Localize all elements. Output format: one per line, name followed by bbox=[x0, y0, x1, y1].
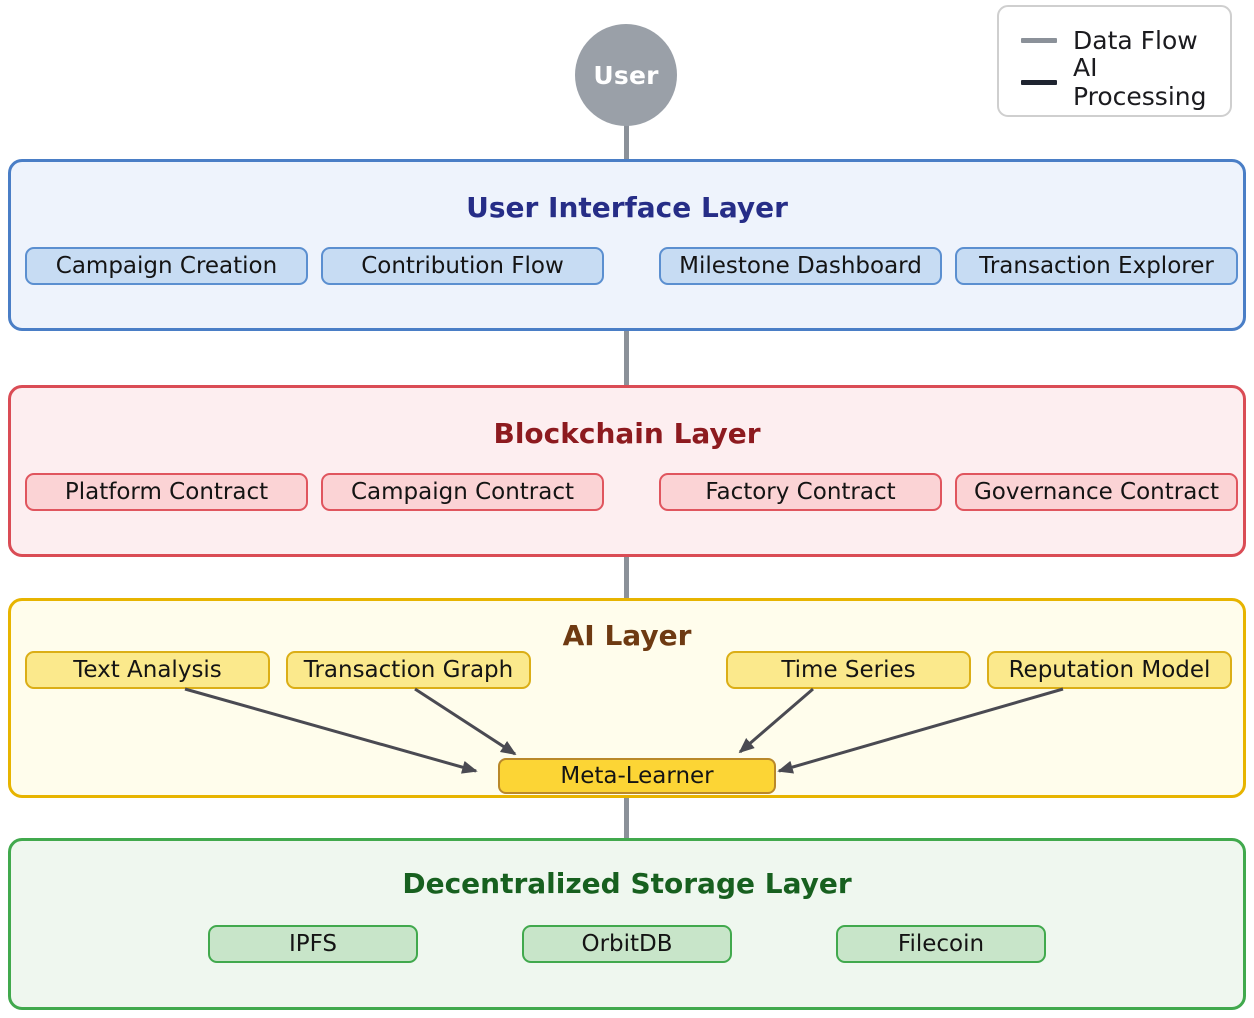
node-label: Governance Contract bbox=[973, 479, 1219, 505]
node-milestone-dashboard[interactable]: Milestone Dashboard bbox=[659, 247, 942, 285]
node-label: IPFS bbox=[288, 931, 338, 957]
layer-node-row-decentralized-storage: IPFS OrbitDB Filecoin bbox=[11, 925, 1243, 963]
node-label: Meta-Learner bbox=[560, 763, 714, 789]
node-campaign-creation[interactable]: Campaign Creation bbox=[25, 247, 308, 285]
legend-label-ai-processing: AI Processing bbox=[1073, 53, 1207, 111]
layer-title-decentralized-storage: Decentralized Storage Layer bbox=[402, 867, 852, 900]
node-label: Milestone Dashboard bbox=[679, 253, 922, 279]
node-transaction-graph[interactable]: Transaction Graph bbox=[286, 651, 531, 689]
node-time-series[interactable]: Time Series bbox=[726, 651, 971, 689]
layer-node-row-blockchain: Platform Contract Campaign Contract Fact… bbox=[11, 473, 1243, 511]
legend: Data Flow AI Processing bbox=[997, 5, 1232, 117]
user-actor-node[interactable]: User bbox=[575, 24, 677, 126]
layer-title-ai: AI Layer bbox=[562, 619, 692, 652]
user-actor-label: User bbox=[593, 60, 659, 90]
node-label: Reputation Model bbox=[1008, 657, 1211, 683]
layer-user-interface: User Interface Layer Campaign Creation C… bbox=[8, 159, 1246, 331]
node-label: Text Analysis bbox=[73, 657, 222, 683]
node-platform-contract[interactable]: Platform Contract bbox=[25, 473, 308, 511]
node-label: Time Series bbox=[781, 657, 916, 683]
layer-node-row-ai: Text Analysis Transaction Graph Time Ser… bbox=[11, 651, 1243, 689]
node-transaction-explorer[interactable]: Transaction Explorer bbox=[955, 247, 1238, 285]
node-campaign-contract[interactable]: Campaign Contract bbox=[321, 473, 604, 511]
node-contribution-flow[interactable]: Contribution Flow bbox=[321, 247, 604, 285]
line-swatch-icon bbox=[1021, 79, 1057, 85]
node-label: OrbitDB bbox=[581, 931, 673, 957]
legend-item-data-flow: Data Flow bbox=[1021, 19, 1230, 61]
layer-ai: AI Layer Text Analysis Transaction Graph… bbox=[8, 598, 1246, 798]
node-label: Filecoin bbox=[897, 931, 985, 957]
node-label: Campaign Contract bbox=[350, 479, 575, 505]
node-label: Contribution Flow bbox=[361, 253, 564, 279]
node-meta-learner[interactable]: Meta-Learner bbox=[498, 758, 776, 794]
line-swatch-icon bbox=[1021, 37, 1057, 43]
node-text-analysis[interactable]: Text Analysis bbox=[25, 651, 270, 689]
connector-blockchain-to-ai bbox=[624, 555, 629, 600]
node-governance-contract[interactable]: Governance Contract bbox=[955, 473, 1238, 511]
layer-title-blockchain: Blockchain Layer bbox=[493, 417, 761, 450]
node-orbitdb[interactable]: OrbitDB bbox=[522, 925, 732, 963]
connector-ai-to-storage bbox=[624, 796, 629, 840]
layer-node-row-user-interface: Campaign Creation Contribution Flow Mile… bbox=[11, 247, 1243, 285]
layer-title-user-interface: User Interface Layer bbox=[466, 191, 788, 224]
node-label: Factory Contract bbox=[705, 479, 896, 505]
legend-item-ai-processing: AI Processing bbox=[1021, 53, 1230, 111]
node-factory-contract[interactable]: Factory Contract bbox=[659, 473, 942, 511]
legend-label-data-flow: Data Flow bbox=[1073, 25, 1198, 55]
node-reputation-model[interactable]: Reputation Model bbox=[987, 651, 1232, 689]
connector-user-to-ui bbox=[624, 124, 629, 161]
node-filecoin[interactable]: Filecoin bbox=[836, 925, 1046, 963]
node-label: Transaction Explorer bbox=[979, 253, 1214, 279]
layer-blockchain: Blockchain Layer Platform Contract Campa… bbox=[8, 385, 1246, 557]
layer-decentralized-storage: Decentralized Storage Layer IPFS OrbitDB… bbox=[8, 838, 1246, 1010]
connector-ui-to-blockchain bbox=[624, 329, 629, 387]
node-label: Platform Contract bbox=[64, 479, 269, 505]
node-ipfs[interactable]: IPFS bbox=[208, 925, 418, 963]
node-label: Transaction Graph bbox=[303, 657, 514, 683]
node-label: Campaign Creation bbox=[55, 253, 278, 279]
